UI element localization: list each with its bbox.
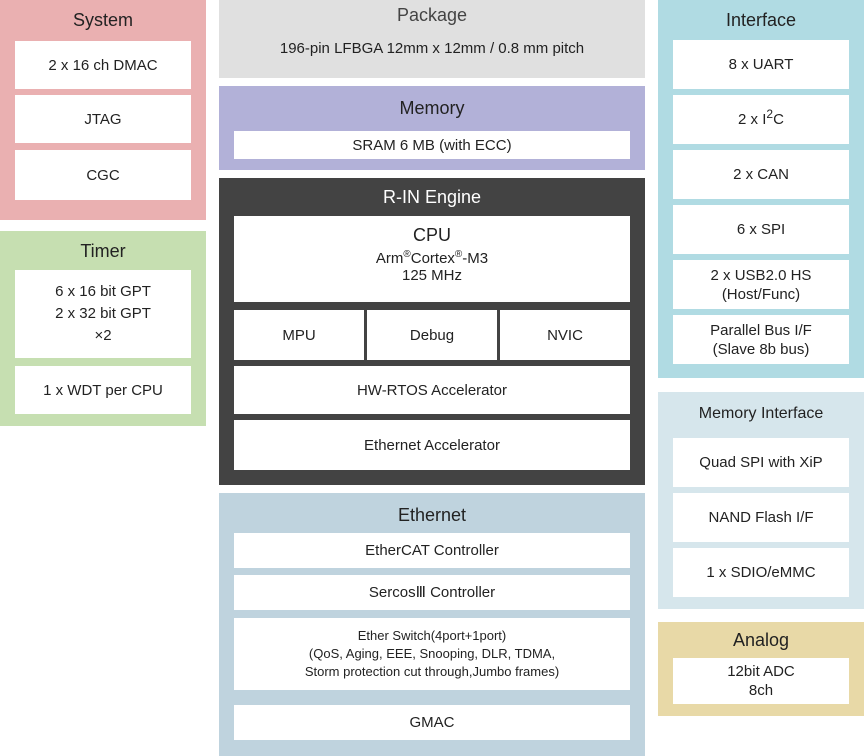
ethernet-panel: Ethernet EtherCAT Controller SercosⅢ Con…	[219, 493, 645, 756]
gmac-box: GMAC	[234, 705, 630, 740]
timer-title: Timer	[80, 241, 126, 261]
system-title: System	[72, 10, 133, 30]
ethernet-accelerator-box: Ethernet Accelerator	[234, 420, 630, 470]
ethercat-box: EtherCAT Controller	[234, 533, 630, 568]
rin-engine-panel: R-IN Engine CPU Arm®Cortex®-M3 125 MHz M…	[219, 178, 645, 485]
memory-interface-title: Memory Interface	[698, 405, 824, 422]
ethernet-title: Ethernet	[397, 505, 467, 525]
sram-box: SRAM 6 MB (with ECC)	[234, 131, 630, 159]
analog-title: Analog	[732, 630, 790, 650]
wdt-box: 1 x WDT per CPU	[15, 366, 191, 414]
parallel-bus-box: Parallel Bus I/F(Slave 8b bus)	[673, 315, 849, 364]
package-text: 196-pin LFBGA 12mm x 12mm / 0.8 mm pitch	[279, 40, 585, 57]
memory-title: Memory	[399, 98, 465, 118]
package-title: Package	[396, 5, 468, 25]
can-box: 2 x CAN	[673, 150, 849, 199]
system-panel: System 2 x 16 ch DMAC JTAG CGC	[0, 0, 206, 220]
interface-panel: Interface 8 x UART 2 x I2C 2 x CAN 6 x S…	[658, 0, 864, 378]
memory-interface-panel: Memory Interface Quad SPI with XiP NAND …	[658, 392, 864, 609]
sercos-box: SercosⅢ Controller	[234, 575, 630, 610]
i2c-box: 2 x I2C	[673, 95, 849, 144]
uart-box: 8 x UART	[673, 40, 849, 89]
dmac-box: 2 x 16 ch DMAC	[15, 41, 191, 89]
rin-title: R-IN Engine	[382, 187, 482, 207]
quad-spi-box: Quad SPI with XiP	[673, 438, 849, 487]
spi-box: 6 x SPI	[673, 205, 849, 254]
ether-switch-box: Ether Switch(4port+1port)(QoS, Aging, EE…	[234, 618, 630, 690]
package-panel: Package 196-pin LFBGA 12mm x 12mm / 0.8 …	[219, 0, 645, 78]
sdio-box: 1 x SDIO/eMMC	[673, 548, 849, 597]
nvic-box: NVIC	[500, 310, 630, 360]
memory-panel: Memory SRAM 6 MB (with ECC)	[219, 86, 645, 170]
jtag-box: JTAG	[15, 95, 191, 143]
cgc-box: CGC	[15, 150, 191, 200]
debug-box: Debug	[367, 310, 497, 360]
interface-title: Interface	[725, 10, 797, 30]
usb-box: 2 x USB2.0 HS(Host/Func)	[673, 260, 849, 309]
hwrtos-box: HW-RTOS Accelerator	[234, 366, 630, 414]
nand-flash-box: NAND Flash I/F	[673, 493, 849, 542]
cpu-box: CPU Arm®Cortex®-M3 125 MHz	[234, 216, 630, 302]
mpu-box: MPU	[234, 310, 364, 360]
